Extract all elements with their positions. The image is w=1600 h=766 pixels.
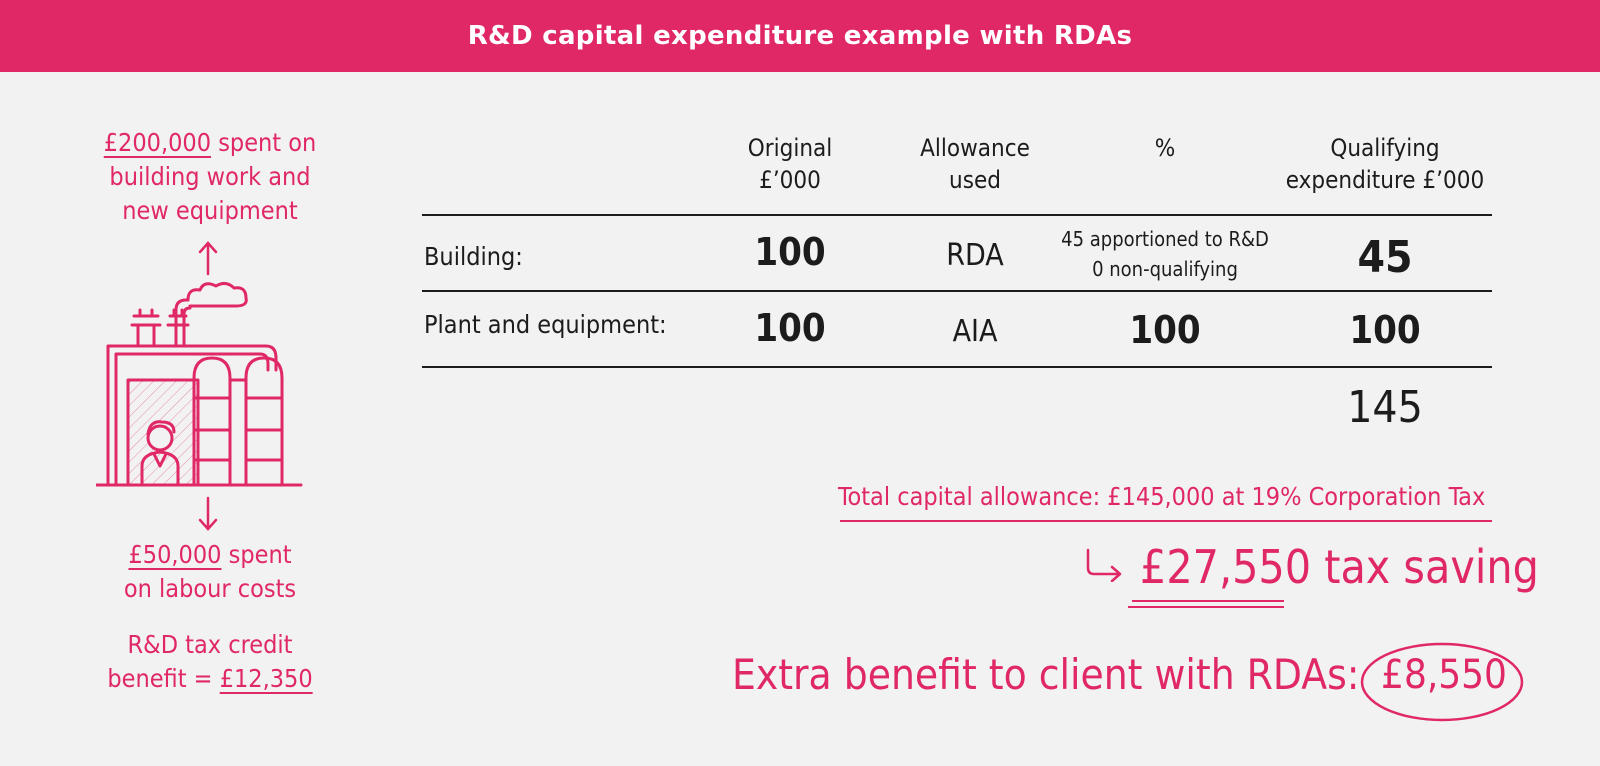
header-qualifying: Qualifying expenditure £’000 <box>1270 132 1500 196</box>
header-original-line-2: £’000 <box>759 166 821 194</box>
row-plant-qualifying: 100 <box>1349 308 1421 352</box>
row-plant-allowance: AIA <box>952 314 998 349</box>
tax-saving-underline <box>1128 606 1284 608</box>
row-label-building: Building: <box>424 242 523 271</box>
row-building-allowance: RDA <box>946 238 1004 273</box>
header-allowance-line-2: used <box>949 166 1001 194</box>
row-building-percent-line-1: 45 apportioned to R&D <box>1061 227 1269 251</box>
up-arrow-icon <box>198 241 218 276</box>
tax-saving-underline <box>1132 600 1284 602</box>
factory-icon <box>96 281 303 487</box>
total-allowance-line: Total capital allowance: £145,000 at 19%… <box>838 482 1486 511</box>
table-divider <box>422 214 1492 216</box>
rd-credit-line-2: benefit = <box>107 664 213 693</box>
qualifying-total: 145 <box>1347 382 1423 433</box>
building-spend-text-2: building work and <box>109 162 311 191</box>
rd-credit-line-1: R&D tax credit <box>127 630 293 659</box>
table-divider <box>422 290 1492 292</box>
extra-benefit-label: Extra benefit to client with RDAs: <box>732 650 1360 699</box>
labour-spend-text-1: spent <box>228 540 292 569</box>
header-qualifying-line-1: Qualifying <box>1330 134 1440 162</box>
return-arrow-icon <box>1086 548 1122 582</box>
rd-credit-amount: £12,350 <box>219 664 313 693</box>
row-building-percent-line-2: 0 non-qualifying <box>1092 257 1238 281</box>
header-percent: % <box>1154 134 1176 162</box>
page-title: R&D capital expenditure example with RDA… <box>467 21 1133 51</box>
table-divider <box>422 366 1492 368</box>
row-plant-percent: 100 <box>1129 308 1201 352</box>
building-spend-text-3: new equipment <box>122 196 298 225</box>
down-arrow-icon <box>198 496 218 531</box>
tax-saving-amount: £27,550 <box>1140 540 1312 594</box>
header-original-line-1: Original <box>747 134 833 162</box>
header-allowance-line-1: Allowance <box>920 134 1030 162</box>
row-plant-original: 100 <box>754 306 826 350</box>
tax-saving: £27,550 tax saving <box>1140 540 1539 594</box>
building-spend-text-1: spent on <box>218 128 317 157</box>
tax-saving-text: tax saving <box>1324 540 1539 594</box>
labour-spend-text-2: on labour costs <box>123 574 297 603</box>
total-allowance-underline <box>840 520 1492 522</box>
highlight-circle <box>1360 642 1524 722</box>
row-label-plant: Plant and equipment: <box>424 310 667 339</box>
extra-benefit-amount: £8,550 <box>1381 652 1507 698</box>
rd-credit-note: R&D tax credit benefit = £12,350 <box>80 628 340 696</box>
building-spend-note: £200,000 spent on building work and new … <box>80 126 340 228</box>
row-building-qualifying: 45 <box>1357 232 1413 283</box>
header-original: Original £’000 <box>720 132 860 196</box>
row-building-original: 100 <box>754 230 826 274</box>
header-qualifying-line-2: expenditure £’000 <box>1285 166 1485 194</box>
building-spend-amount: £200,000 <box>103 128 212 157</box>
labour-spend-amount: £50,000 <box>128 540 222 569</box>
title-banner: R&D capital expenditure example with RDA… <box>0 0 1600 72</box>
labour-spend-note: £50,000 spent on labour costs <box>80 538 340 606</box>
row-building-percent: 45 apportioned to R&D 0 non-qualifying <box>1050 224 1280 284</box>
header-allowance: Allowance used <box>900 132 1050 196</box>
